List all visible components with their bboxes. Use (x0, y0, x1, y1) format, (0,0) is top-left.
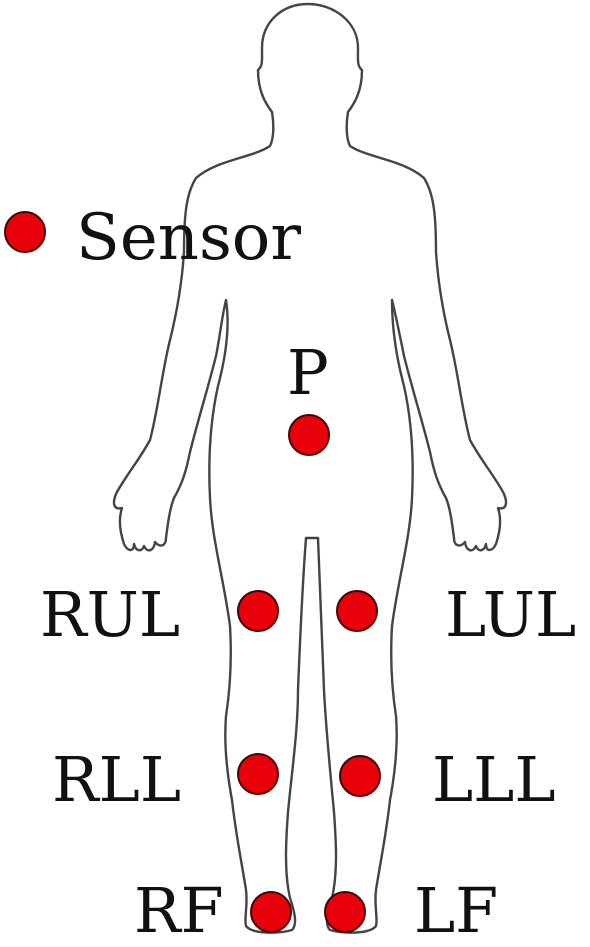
sensor-label-left-lower-leg: LLL (432, 743, 556, 816)
sensor-marker-left-foot (324, 891, 366, 933)
sensor-label-right-foot: RF (134, 874, 224, 942)
sensor-label-right-upper-leg: RUL (40, 578, 180, 651)
sensor-label-left-foot: LF (414, 874, 498, 942)
sensor-label-right-lower-leg: RLL (52, 743, 181, 816)
sensor-marker-pelvis (288, 414, 330, 456)
sensor-marker-right-upper-leg (237, 590, 279, 632)
sensor-label-pelvis: P (287, 336, 329, 409)
sensor-marker-left-upper-leg (336, 590, 378, 632)
human-body-outline (112, 2, 508, 934)
sensor-marker-left-lower-leg (339, 755, 381, 797)
sensor-marker-right-foot (250, 891, 292, 933)
sensor-marker-right-lower-leg (237, 753, 279, 795)
sensor-label-left-upper-leg: LUL (445, 578, 576, 651)
legend-marker (4, 211, 46, 253)
legend-label: Sensor (76, 201, 301, 275)
